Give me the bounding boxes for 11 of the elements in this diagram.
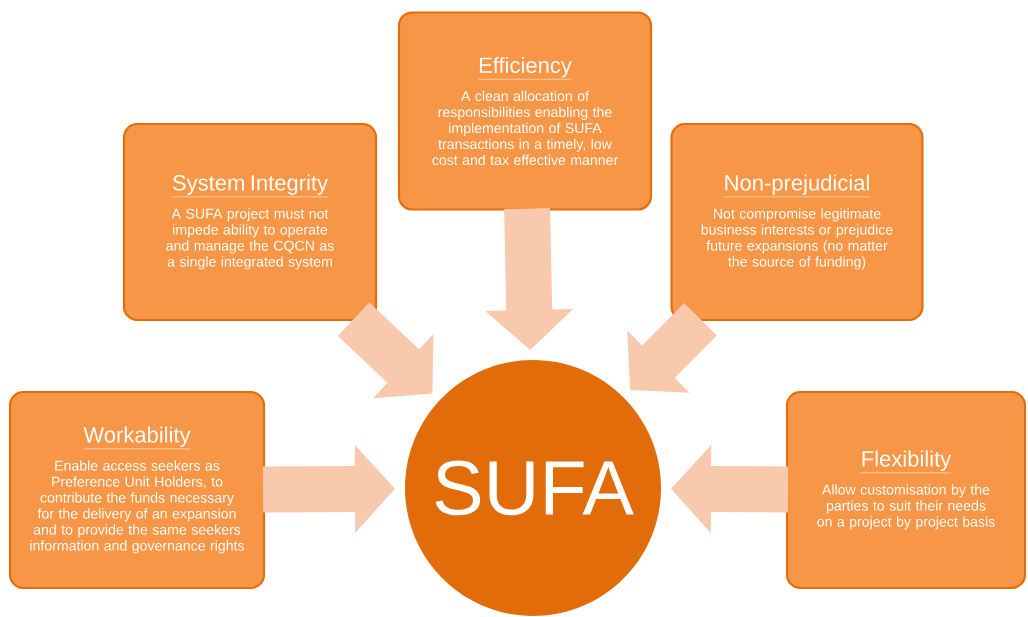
block-arrow: [485, 208, 574, 350]
process-box: Flexibility Allow customisation by the parties to suit their needs on a project by project basis: [785, 390, 1027, 590]
process-box: Non-prejudicial Not compromise legitimate business interests or prejudice future expansions (no matter the source of funding): [670, 122, 924, 322]
block-arrow: [337, 302, 434, 399]
process-box: Workability Enable access seekers as Preference Unit Holders, to contribute the funds necessary for the delivery of an expansion and to provide the same seekers information and governance rights: [8, 390, 266, 590]
process-box: Efficiency A clean allocation of responsibilities enabling the implementation of SUFA transactions in a timely, low cost and tax effective manner: [397, 11, 653, 211]
process-box: System Integrity A SUFA project must not impede ability to operate and manage the CQCN as a single integrated system: [122, 122, 378, 322]
circle-node: SUFA: [405, 360, 661, 616]
block-arrow: [671, 445, 789, 533]
block-arrow: [627, 303, 717, 393]
block-arrow: [262, 444, 395, 533]
